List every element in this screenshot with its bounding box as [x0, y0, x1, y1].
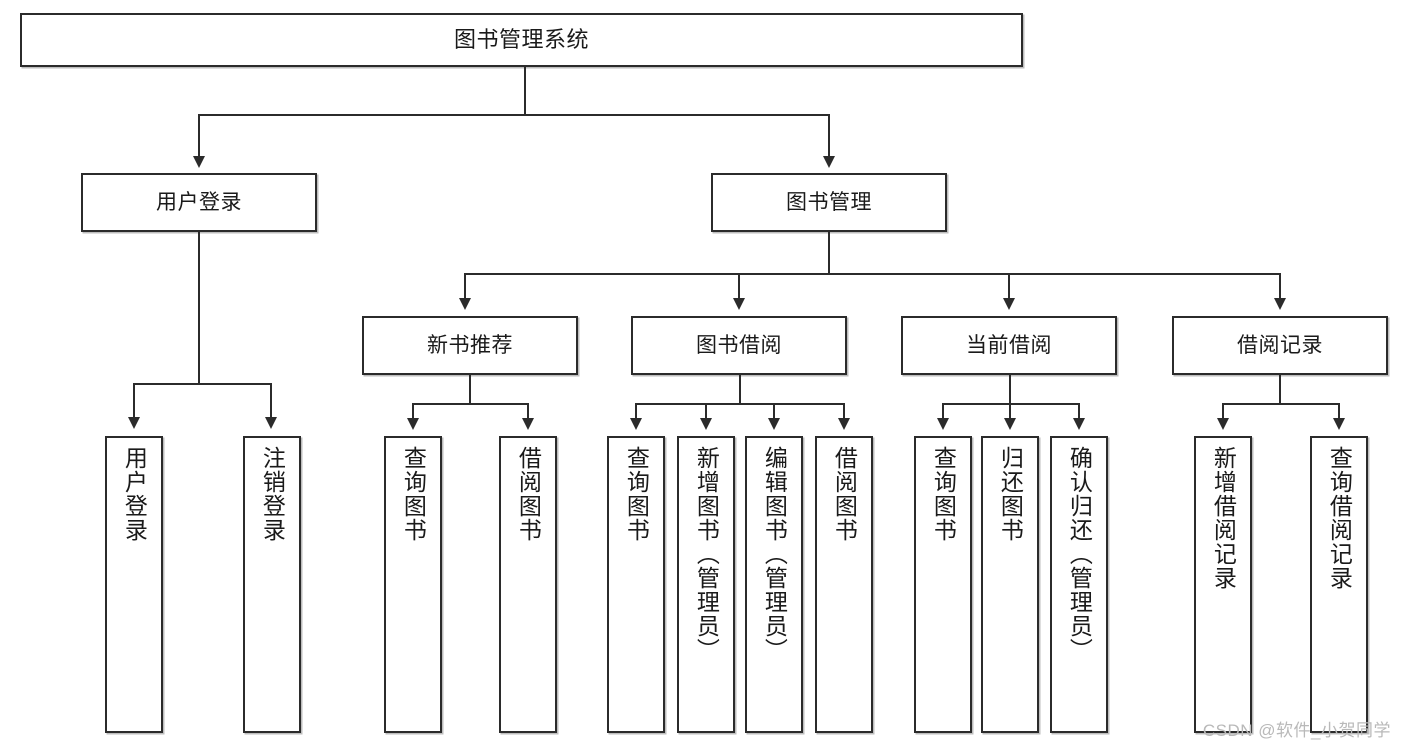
edge-current-borrow-to-leaf-2 — [1009, 403, 1011, 420]
node-label: 新增借阅记录 — [1210, 446, 1237, 590]
edge-book-manage-to-new-book — [464, 273, 466, 300]
node-label: 用户登录 — [121, 446, 148, 542]
node-label: 编辑图书（管理员） — [761, 446, 788, 662]
node-label: 图书管理系统 — [453, 26, 589, 52]
node-label: 归还图书 — [997, 446, 1024, 542]
node-leaf-edit-book[interactable]: 编辑图书（管理员） — [745, 436, 803, 733]
arrowhead-leaf-add-book — [700, 418, 712, 430]
node-label: 新增图书（管理员） — [693, 446, 720, 662]
node-current-borrow[interactable]: 当前借阅 — [901, 316, 1117, 375]
edge-root-trunk — [524, 67, 526, 115]
edge-current-borrow-to-leaf-3 — [1078, 403, 1080, 420]
node-leaf-borrow-book-1[interactable]: 借阅图书 — [499, 436, 557, 733]
edge-user-login-bus — [133, 383, 272, 385]
arrowhead-leaf-logout-login — [265, 417, 277, 429]
edge-book-borrow-to-leaf-2 — [705, 403, 707, 420]
edge-borrow-record-to-leaf-2 — [1338, 403, 1340, 420]
arrowhead-leaf-borrow-book-2 — [838, 418, 850, 430]
arrowhead-leaf-query-book-3 — [937, 418, 949, 430]
node-label: 查询借阅记录 — [1326, 446, 1353, 590]
edge-user-login-trunk — [198, 232, 200, 384]
arrowhead-leaf-add-record — [1217, 418, 1229, 430]
edge-book-borrow-to-leaf-3 — [773, 403, 775, 420]
node-label: 注销登录 — [259, 446, 286, 542]
arrowhead-leaf-query-book-2 — [630, 418, 642, 430]
edge-root-to-user-login — [198, 114, 200, 158]
node-label: 当前借阅 — [966, 333, 1052, 357]
node-leaf-query-book-2[interactable]: 查询图书 — [607, 436, 665, 733]
edge-book-borrow-to-leaf-4 — [843, 403, 845, 420]
arrowhead-leaf-query-book-1 — [407, 418, 419, 430]
node-label: 确认归还（管理员） — [1066, 446, 1093, 662]
node-label: 借阅图书 — [831, 446, 858, 542]
node-label: 图书管理 — [786, 190, 872, 214]
edge-new-book-trunk — [469, 375, 471, 404]
node-leaf-add-book[interactable]: 新增图书（管理员） — [677, 436, 735, 733]
arrowhead-leaf-query-record — [1333, 418, 1345, 430]
edge-borrow-record-to-leaf-1 — [1222, 403, 1224, 420]
arrowhead-borrow-record — [1274, 298, 1286, 310]
edge-book-manage-trunk — [828, 232, 830, 274]
node-label: 图书借阅 — [696, 333, 782, 357]
node-book-manage[interactable]: 图书管理 — [711, 173, 947, 232]
node-book-borrow[interactable]: 图书借阅 — [631, 316, 847, 375]
edge-borrow-record-trunk — [1279, 375, 1281, 404]
node-leaf-query-book-1[interactable]: 查询图书 — [384, 436, 442, 733]
node-leaf-query-record[interactable]: 查询借阅记录 — [1310, 436, 1368, 733]
edge-book-borrow-to-leaf-1 — [635, 403, 637, 420]
node-label: 用户登录 — [156, 190, 242, 214]
arrowhead-leaf-edit-book — [768, 418, 780, 430]
edge-user-login-to-leaf-2 — [270, 383, 272, 419]
arrowhead-current-borrow — [1003, 298, 1015, 310]
node-label: 借阅图书 — [515, 446, 542, 542]
arrowhead-book-manage — [823, 156, 835, 168]
node-user-login[interactable]: 用户登录 — [81, 173, 317, 232]
edge-user-login-to-leaf-1 — [133, 383, 135, 419]
node-label: 新书推荐 — [427, 333, 513, 357]
arrowhead-leaf-borrow-book-1 — [522, 418, 534, 430]
arrowhead-leaf-return-book — [1004, 418, 1016, 430]
node-new-book-recommend[interactable]: 新书推荐 — [362, 316, 578, 375]
arrowhead-book-borrow — [733, 298, 745, 310]
node-root-system[interactable]: 图书管理系统 — [20, 13, 1023, 67]
arrowhead-leaf-confirm-return — [1073, 418, 1085, 430]
edge-current-borrow-to-leaf-1 — [942, 403, 944, 420]
node-label: 查询图书 — [400, 446, 427, 542]
edge-book-borrow-bus — [635, 403, 844, 405]
node-leaf-user-login[interactable]: 用户登录 — [105, 436, 163, 733]
arrowhead-new-book-recommend — [459, 298, 471, 310]
edge-root-to-book-manage — [828, 114, 830, 158]
node-borrow-record[interactable]: 借阅记录 — [1172, 316, 1388, 375]
edge-book-manage-to-borrow-record — [1279, 273, 1281, 300]
edge-borrow-record-bus — [1222, 403, 1339, 405]
node-label: 查询图书 — [623, 446, 650, 542]
node-leaf-add-record[interactable]: 新增借阅记录 — [1194, 436, 1252, 733]
edge-current-borrow-trunk — [1009, 375, 1011, 404]
node-label: 借阅记录 — [1237, 333, 1323, 357]
arrowhead-leaf-user-login — [128, 417, 140, 429]
node-leaf-confirm-return[interactable]: 确认归还（管理员） — [1050, 436, 1108, 733]
edge-book-manage-to-current-borrow — [1008, 273, 1010, 300]
node-leaf-logout-login[interactable]: 注销登录 — [243, 436, 301, 733]
edge-new-book-to-leaf-1 — [412, 403, 414, 420]
edge-new-book-bus — [412, 403, 528, 405]
edge-book-manage-to-book-borrow — [738, 273, 740, 300]
node-leaf-return-book[interactable]: 归还图书 — [981, 436, 1039, 733]
node-leaf-query-book-3[interactable]: 查询图书 — [914, 436, 972, 733]
node-label: 查询图书 — [930, 446, 957, 542]
csdn-watermark: CSDN @软件_小贺同学 — [1202, 721, 1391, 740]
edge-root-bus — [198, 114, 830, 116]
edge-book-manage-bus — [464, 273, 1281, 275]
edge-new-book-to-leaf-2 — [527, 403, 529, 420]
arrowhead-user-login — [193, 156, 205, 168]
edge-book-borrow-trunk — [739, 375, 741, 404]
node-leaf-borrow-book-2[interactable]: 借阅图书 — [815, 436, 873, 733]
